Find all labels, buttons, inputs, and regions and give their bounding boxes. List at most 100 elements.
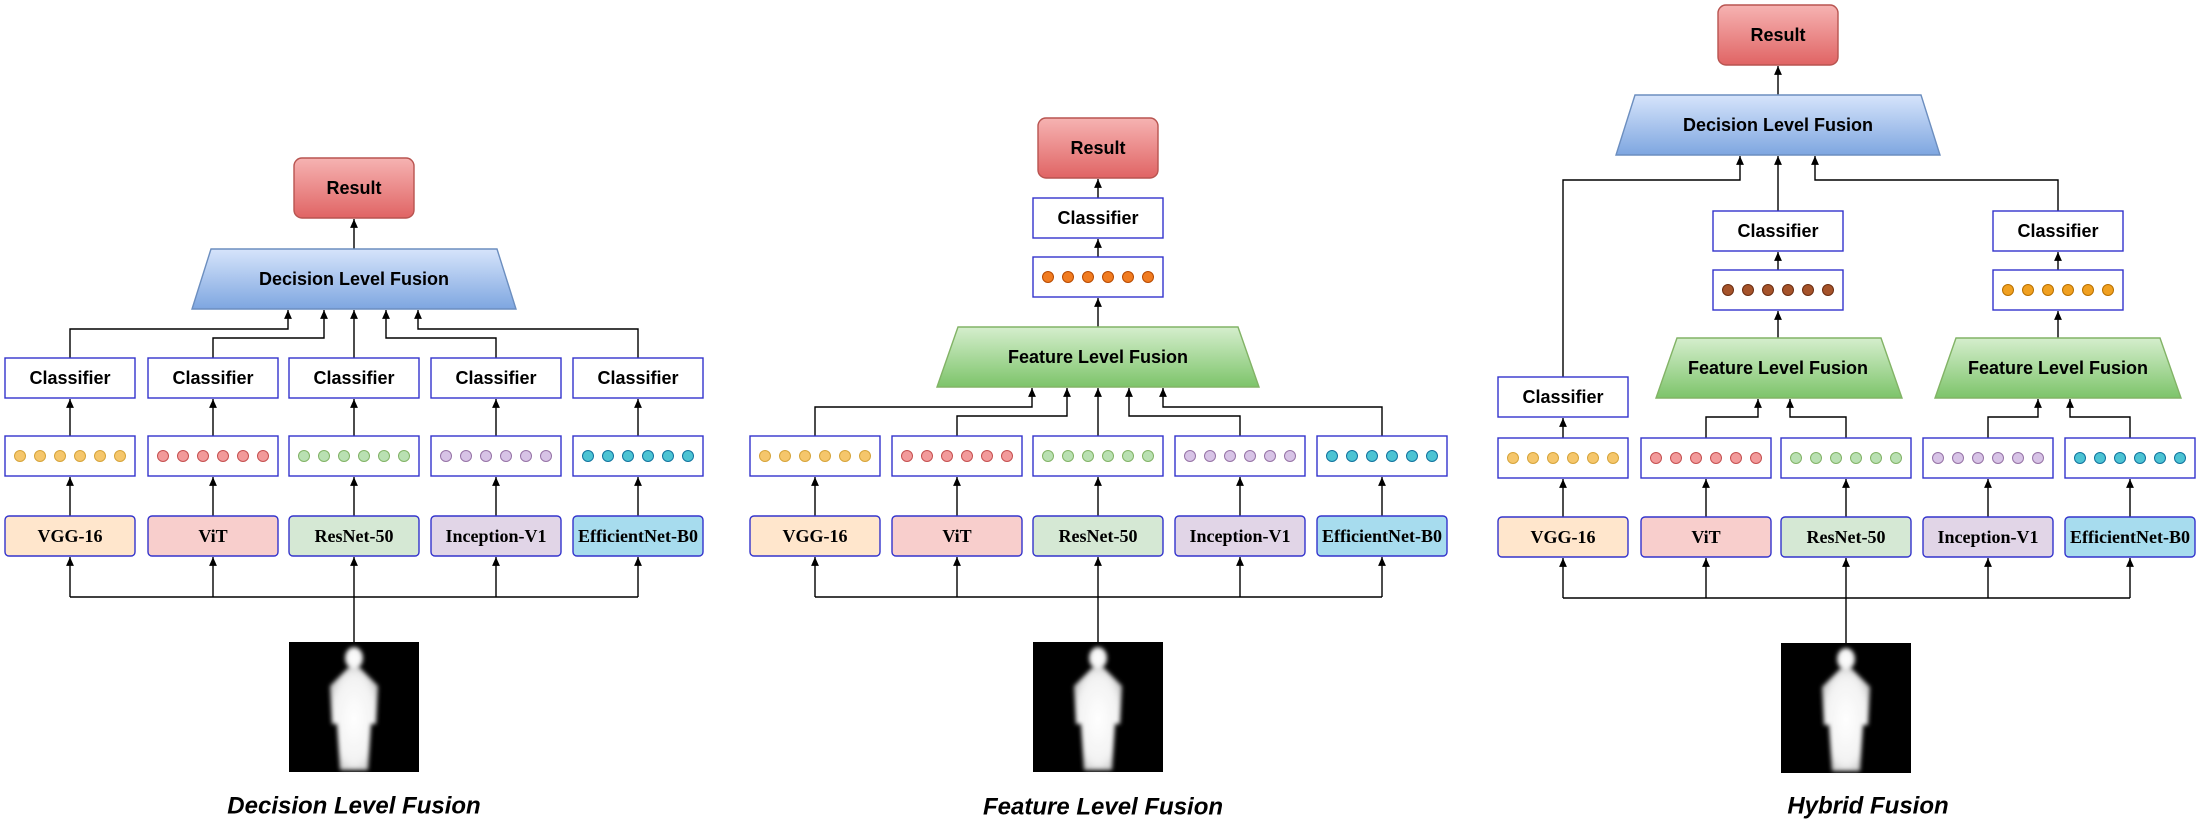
hybrid-decision-fusion-block — [1615, 94, 1941, 156]
feature-dot — [779, 450, 791, 462]
feature-dot — [799, 450, 811, 462]
classifier-label: Classifier — [597, 368, 678, 388]
feature-dot — [1742, 284, 1754, 296]
feature-dot — [540, 450, 552, 462]
feature-dot — [2032, 452, 2044, 464]
feature-fusion-block — [936, 326, 1260, 388]
model-box-effnet — [2064, 516, 2196, 558]
classifier-label: Classifier — [1737, 221, 1818, 241]
feature-dot — [2154, 452, 2166, 464]
feature-dot — [1830, 452, 1842, 464]
model-label-inception: Inception-V1 — [1189, 526, 1290, 546]
feature-dot — [1650, 452, 1662, 464]
model-box-vit — [147, 515, 279, 557]
feature-dot — [298, 450, 310, 462]
feature-dot — [642, 450, 654, 462]
silhouette-icon — [1781, 643, 1911, 773]
feature-dot — [1346, 450, 1358, 462]
feature-dot — [921, 450, 933, 462]
feature-vector-vgg — [749, 435, 881, 477]
feature-dot — [1567, 452, 1579, 464]
classifier-box — [1992, 210, 2124, 252]
classifier-box — [1712, 210, 1844, 252]
model-label-resnet: ResNet-50 — [1059, 526, 1138, 546]
model-box-vit — [1640, 516, 1772, 558]
result-label: Result — [1750, 25, 1805, 45]
feature-dot — [1507, 452, 1519, 464]
result-box — [293, 157, 415, 219]
feature-dot — [257, 450, 269, 462]
feature-dot — [2062, 284, 2074, 296]
hybrid-feature-fusion-1 — [1655, 337, 1903, 399]
feature-dot — [460, 450, 472, 462]
feature-dot — [1690, 452, 1702, 464]
feature-dot — [2022, 284, 2034, 296]
feature-dot — [582, 450, 594, 462]
feature-dot — [1386, 450, 1398, 462]
model-box-resnet — [288, 515, 420, 557]
feature-dot — [1607, 452, 1619, 464]
model-label-effnet: EfficientNet-B0 — [2070, 527, 2190, 547]
model-box-vit — [891, 515, 1023, 557]
shape-layer: VGG-16 ViT ResNet-50 Inception-V1 EfficientN… — [4, 4, 2196, 821]
feature-dot — [1810, 452, 1822, 464]
feature-dot — [1972, 452, 1984, 464]
feature-dot — [1547, 452, 1559, 464]
feature-dot — [1366, 450, 1378, 462]
feature-dot — [1850, 452, 1862, 464]
hybrid-fused-vector-1 — [1712, 269, 1844, 311]
model-box-resnet — [1032, 515, 1164, 557]
classifier-box — [430, 357, 562, 399]
person-silhouette — [330, 647, 378, 770]
feature-vector-vit — [891, 435, 1023, 477]
panel-caption-feature: Feature Level Fusion — [983, 794, 1223, 821]
classifier-label: Classifier — [1057, 208, 1138, 228]
feature-dot — [1730, 452, 1742, 464]
model-box-effnet — [572, 515, 704, 557]
feature-dot — [1750, 452, 1762, 464]
model-box-vgg — [4, 515, 136, 557]
panel-caption-decision: Decision Level Fusion — [227, 793, 480, 820]
classifier-label: Classifier — [1522, 387, 1603, 407]
feature-dot — [520, 450, 532, 462]
connector-line — [956, 388, 1071, 436]
connector-line — [1159, 388, 1383, 436]
feature-dot — [1426, 450, 1438, 462]
silhouette-body — [1074, 668, 1122, 770]
feature-vector-effnet — [1316, 435, 1448, 477]
model-label-inception: Inception-V1 — [1937, 527, 2038, 547]
feature-dot — [2102, 284, 2114, 296]
model-label-vit: ViT — [1691, 527, 1720, 547]
feature-vector-inception — [430, 435, 562, 477]
silhouette-head — [345, 647, 363, 669]
feature-dot — [1670, 452, 1682, 464]
model-box-inception — [1922, 516, 2054, 558]
feature-dot — [1932, 452, 1944, 464]
feature-dot — [901, 450, 913, 462]
feature-dot — [237, 450, 249, 462]
feature-dot — [819, 450, 831, 462]
feature-dot — [1802, 284, 1814, 296]
connector-layer — [66, 66, 2134, 643]
feature-vector-resnet — [1032, 435, 1164, 477]
connector-line — [1786, 399, 1847, 438]
classifier-label: Classifier — [313, 368, 394, 388]
feature-dot — [1082, 450, 1094, 462]
model-label-resnet: ResNet-50 — [315, 526, 394, 546]
feature-dot — [602, 450, 614, 462]
feature-dot — [1952, 452, 1964, 464]
decision-fusion-block — [191, 248, 517, 310]
feature-dot — [1284, 450, 1296, 462]
feature-dot — [197, 450, 209, 462]
model-label-vit: ViT — [198, 526, 227, 546]
feature-vector-vit — [147, 435, 279, 477]
feature-dot — [34, 450, 46, 462]
model-label-vgg: VGG-16 — [1531, 527, 1596, 547]
feature-dot — [1224, 450, 1236, 462]
feature-dot — [2012, 452, 2024, 464]
model-label-vit: ViT — [942, 526, 971, 546]
feature-dot — [1142, 450, 1154, 462]
feature-dot — [480, 450, 492, 462]
classifier-box — [147, 357, 279, 399]
